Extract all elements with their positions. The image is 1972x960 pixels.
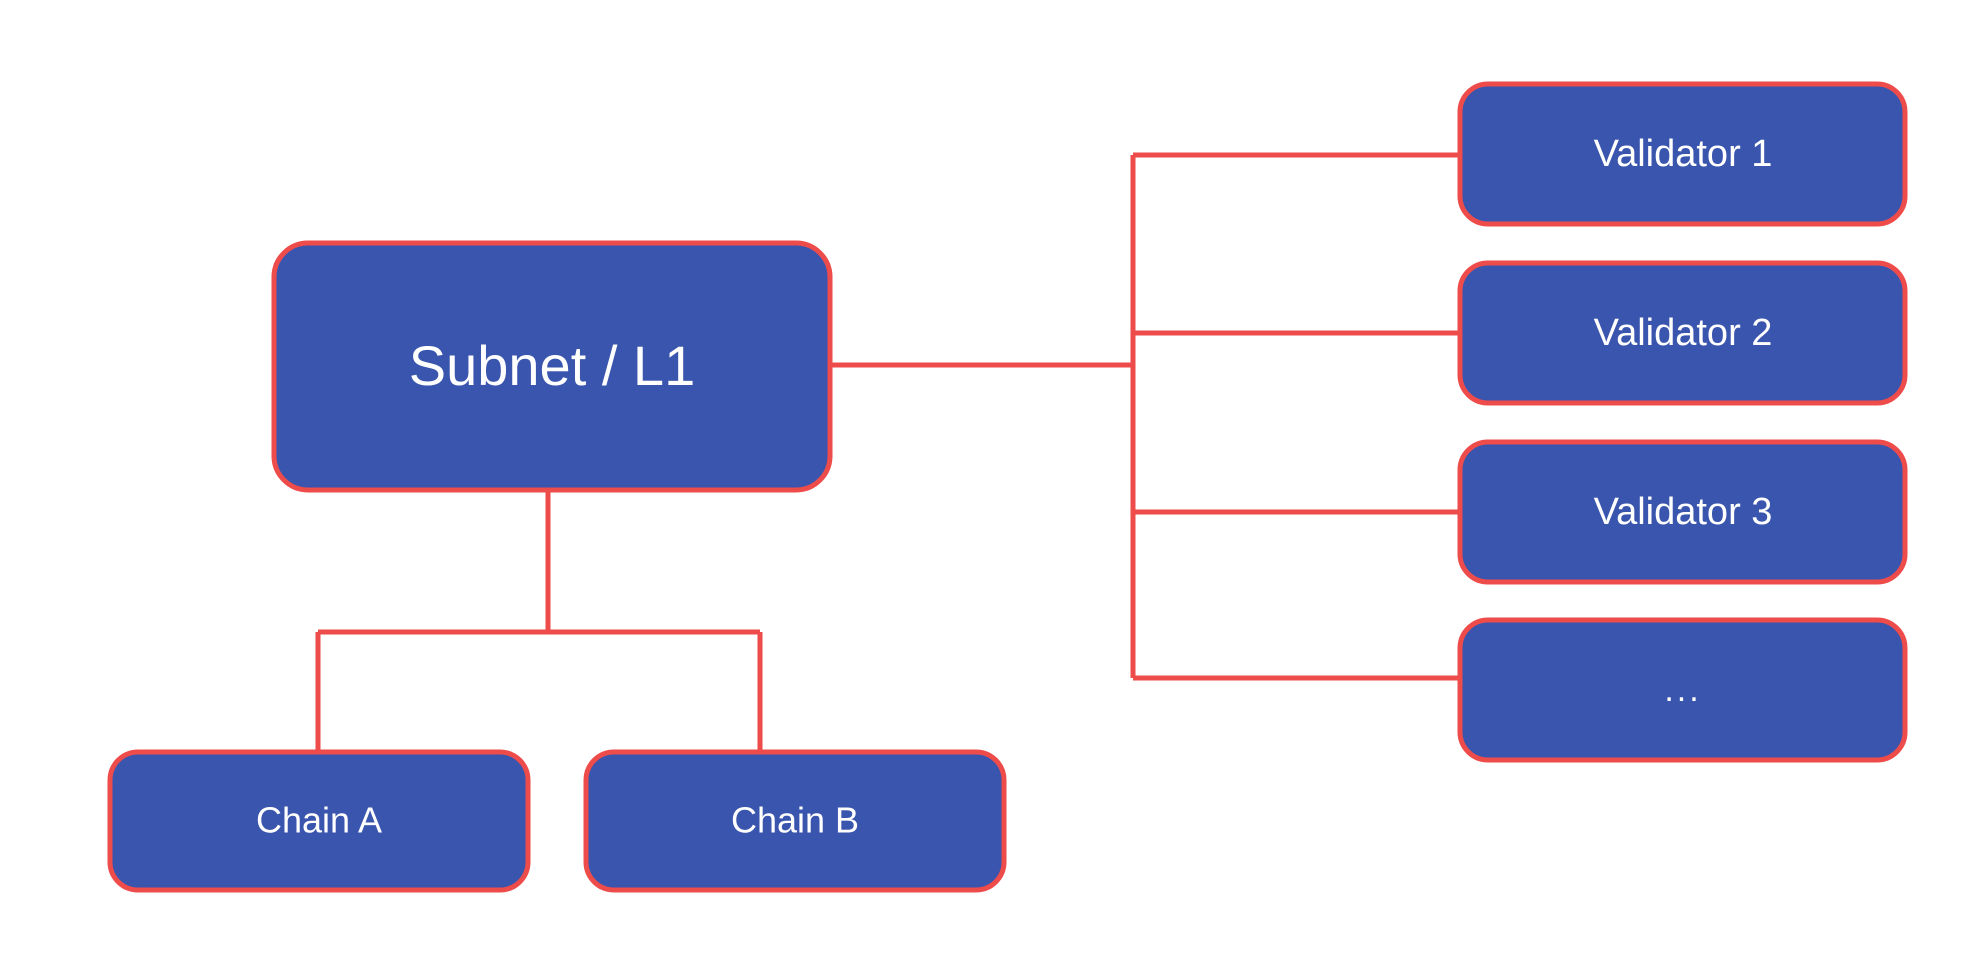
node-validator-1[interactable]: Validator 1 bbox=[1457, 81, 1908, 227]
edge-group bbox=[315, 152, 1460, 752]
node-validator-1-label: Validator 1 bbox=[1594, 133, 1773, 175]
node-validator-more-box[interactable] bbox=[1457, 617, 1908, 763]
node-validator-3[interactable]: Validator 3 bbox=[1457, 439, 1908, 585]
node-chain-a-label: Chain A bbox=[256, 800, 382, 841]
node-chain-b-label: Chain B bbox=[731, 800, 859, 841]
node-chain-a[interactable]: Chain A bbox=[107, 749, 531, 893]
node-chain-b-box[interactable] bbox=[583, 749, 1007, 893]
node-validator-2-box[interactable] bbox=[1457, 260, 1908, 406]
node-validator-more[interactable]: ... bbox=[1457, 617, 1908, 763]
node-chain-b[interactable]: Chain B bbox=[583, 749, 1007, 893]
node-validator-3-box[interactable] bbox=[1457, 439, 1908, 585]
node-validator-more-label: ... bbox=[1664, 671, 1701, 709]
node-validator-3-label: Validator 3 bbox=[1594, 491, 1773, 533]
node-subnet-l1[interactable]: Subnet / L1 bbox=[271, 240, 833, 493]
node-chain-a-box[interactable] bbox=[107, 749, 531, 893]
node-subnet-l1-box[interactable] bbox=[271, 240, 833, 493]
node-subnet-l1-label: Subnet / L1 bbox=[409, 334, 695, 397]
node-validator-2[interactable]: Validator 2 bbox=[1457, 260, 1908, 406]
node-validator-2-label: Validator 2 bbox=[1594, 312, 1773, 354]
node-validator-1-box[interactable] bbox=[1457, 81, 1908, 227]
